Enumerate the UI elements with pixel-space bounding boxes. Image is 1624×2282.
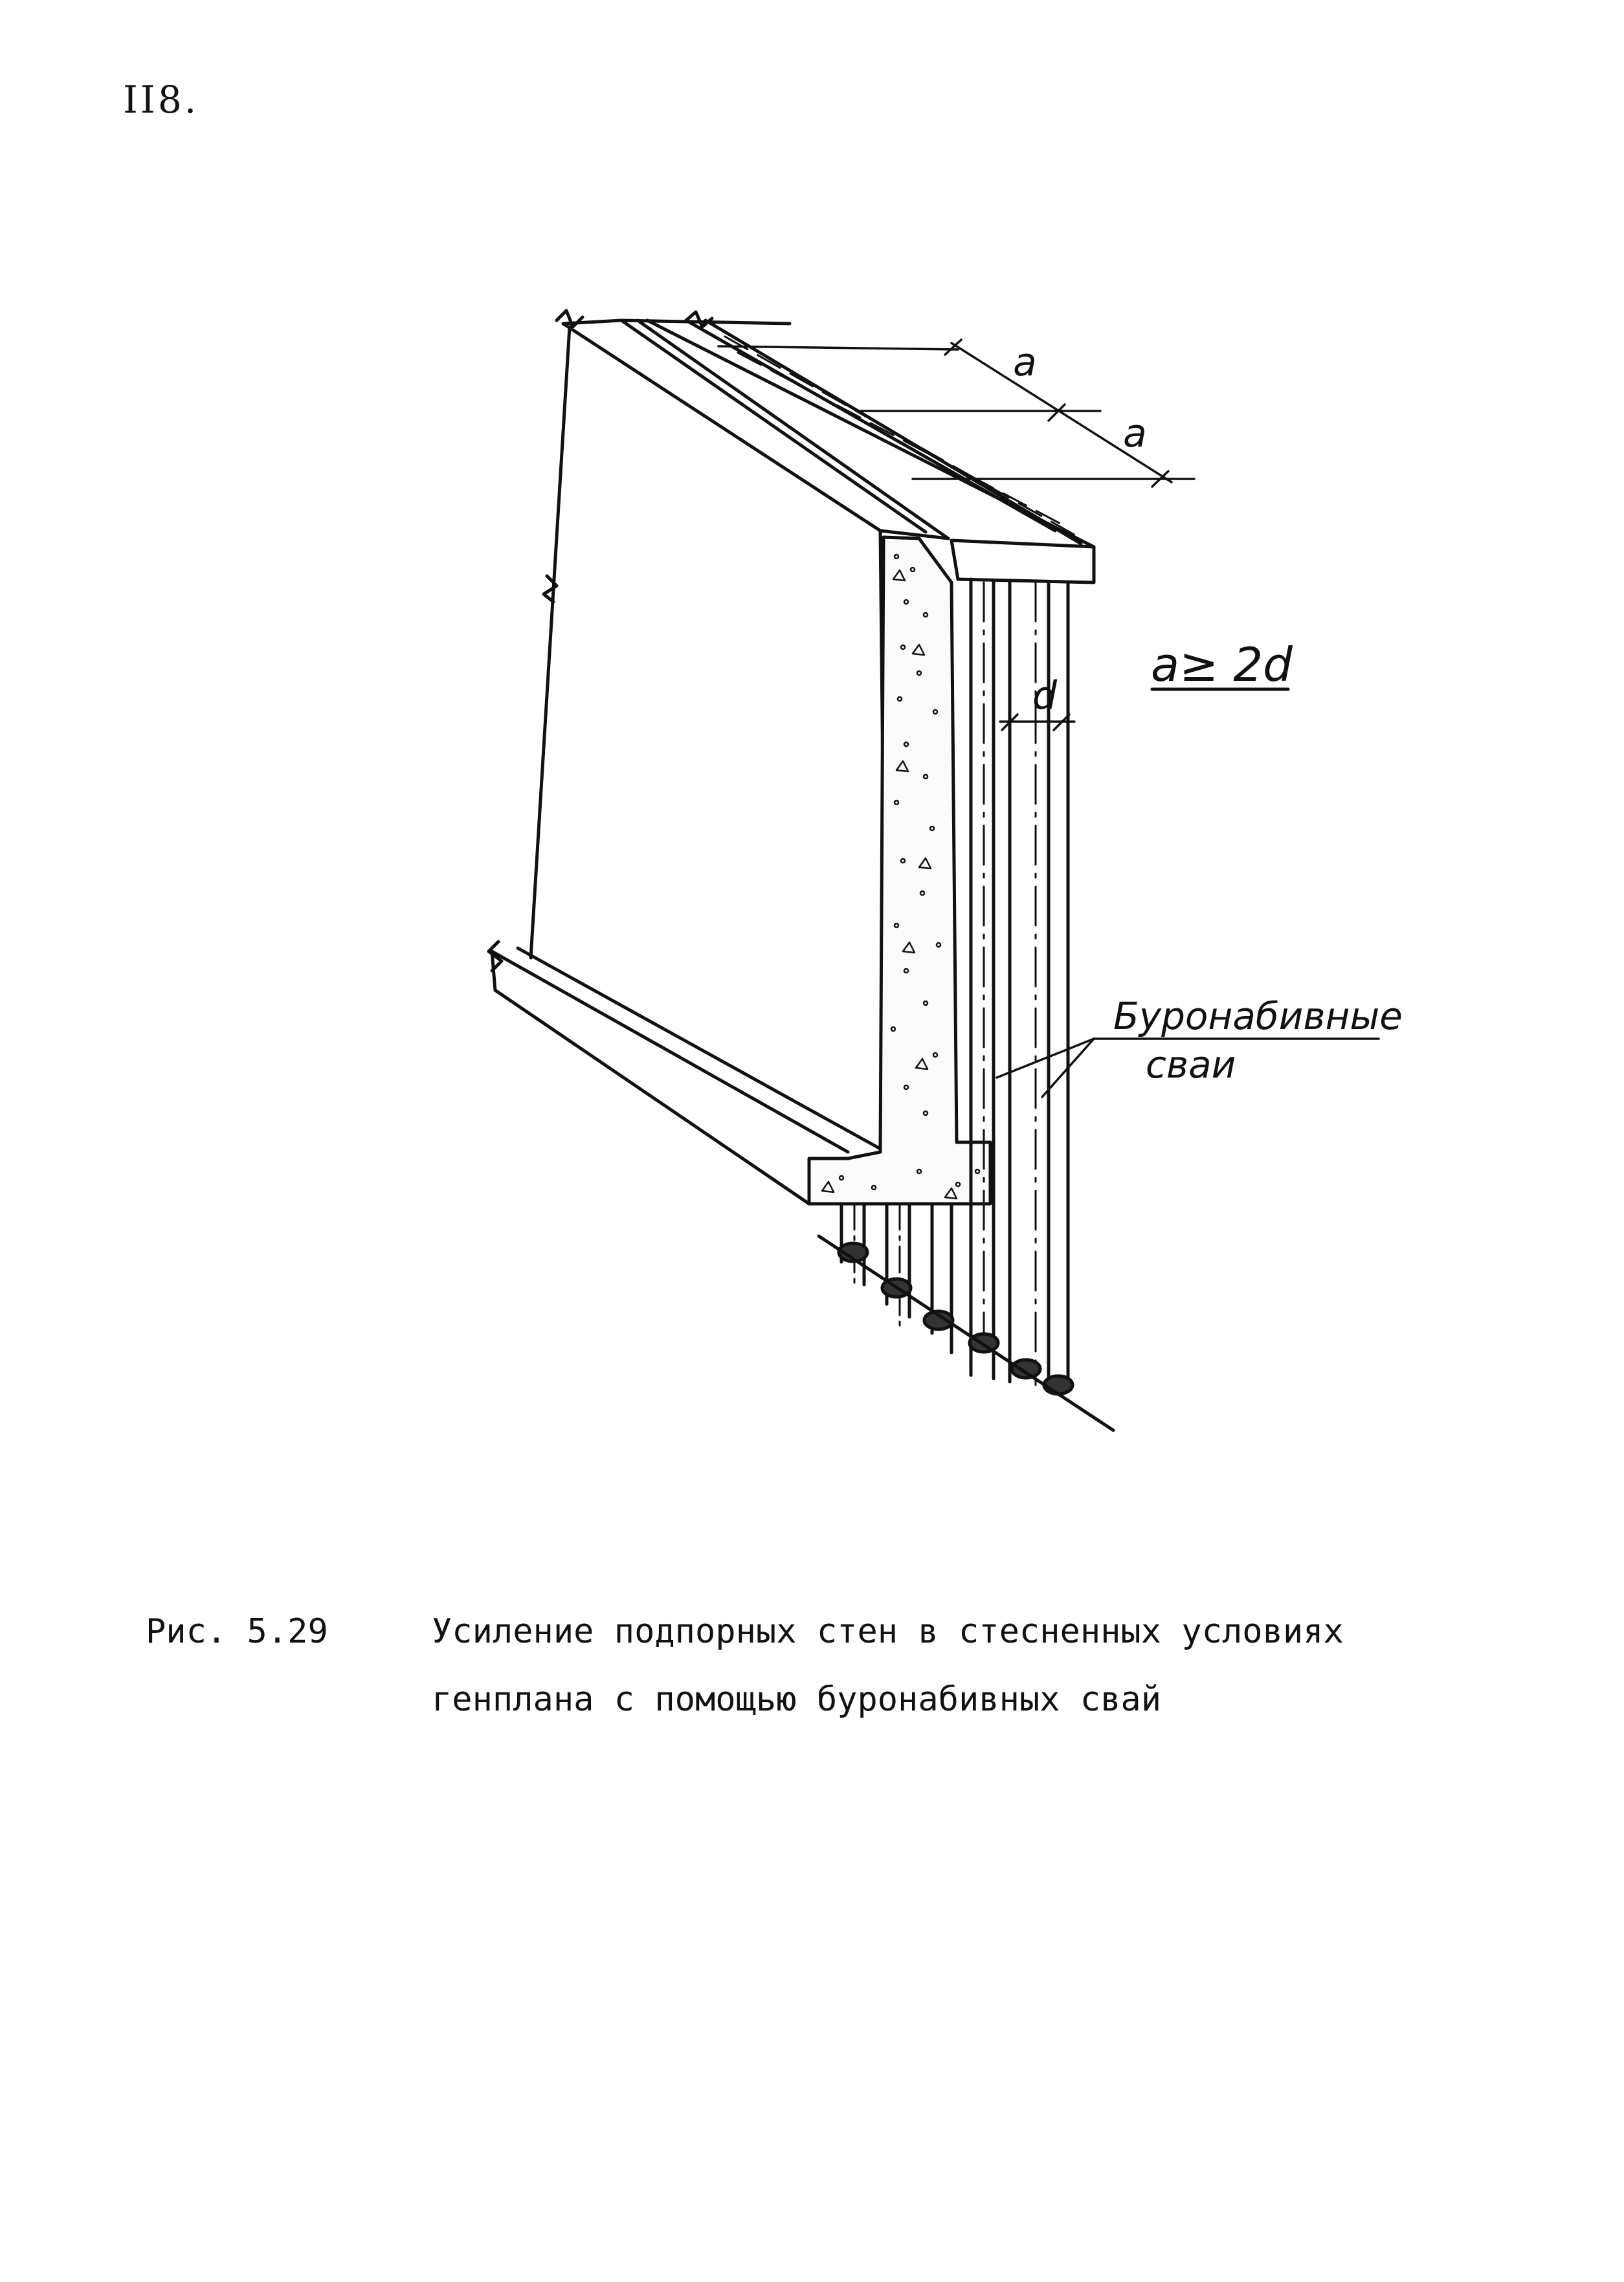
top-coping: [619, 310, 1096, 584]
pile-bottoms: [817, 1234, 1115, 1432]
caption-text-line1: Усиление подпорных стен в стесненных усл…: [432, 1612, 1344, 1651]
wall-face: [529, 309, 889, 1151]
dimension-label-a-2: a: [1123, 411, 1147, 456]
diameter-dimension: [999, 672, 1076, 733]
pile-label-line1: Буронабивные: [1113, 994, 1403, 1038]
concrete-section: [807, 535, 992, 1206]
footing-slab: [487, 940, 882, 1206]
caption-number: Рис. 5.29: [146, 1612, 328, 1651]
page-number: II8.: [123, 78, 199, 122]
pile-axis-lines: [724, 335, 1082, 540]
diameter-label: d: [1032, 673, 1058, 718]
caption-text-line2: генплана с помощью буронабивных свай: [432, 1680, 1162, 1719]
concrete-stipple: [821, 553, 981, 1200]
condition-formula: a≥ 2d: [1151, 637, 1293, 692]
pile-label-line2: сваи: [1146, 1043, 1236, 1087]
pile-label-leaders: [996, 1037, 1380, 1098]
dimension-lines: [717, 338, 1196, 488]
dimension-label-a-1: a: [1013, 340, 1037, 385]
